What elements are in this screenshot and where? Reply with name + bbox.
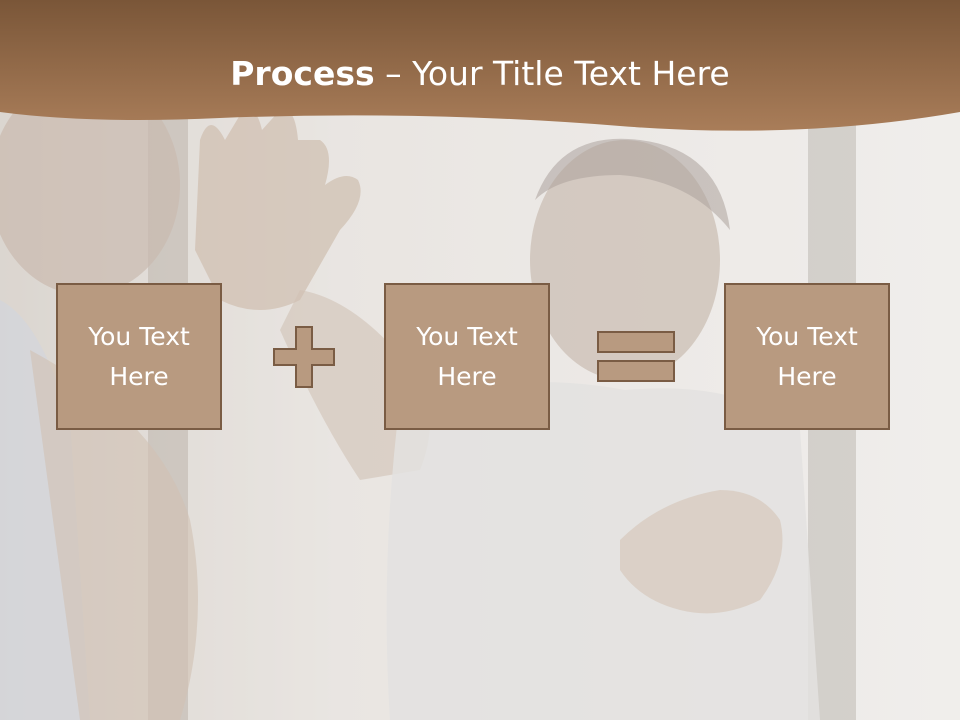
- process-box-3[interactable]: You Text Here: [724, 283, 890, 430]
- header-banner: [0, 0, 960, 131]
- process-box-1[interactable]: You Text Here: [56, 283, 222, 430]
- process-box-2[interactable]: You Text Here: [384, 283, 550, 430]
- slide-title: Process – Your Title Text Here: [0, 52, 960, 96]
- equals-icon: [597, 331, 675, 382]
- plus-icon: [273, 326, 335, 388]
- process-box-3-text: You Text Here: [756, 321, 858, 391]
- process-box-2-text: You Text Here: [416, 321, 518, 391]
- title-bold: Process: [230, 54, 375, 93]
- process-box-1-text: You Text Here: [88, 321, 190, 391]
- title-rest: – Your Title Text Here: [374, 54, 730, 93]
